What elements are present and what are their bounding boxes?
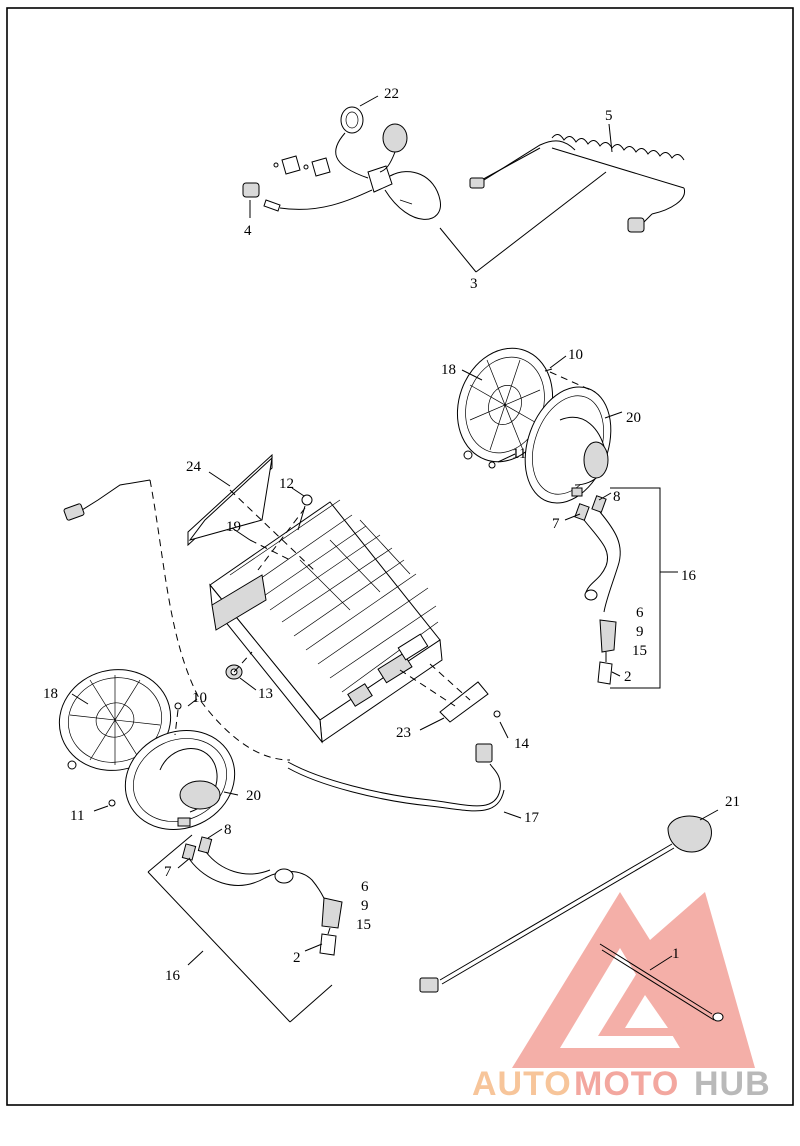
callout-7-right: 7 — [552, 516, 560, 532]
callout-11-right: 11 — [512, 446, 526, 462]
callout-22: 22 — [384, 86, 399, 102]
harness-right — [574, 495, 621, 685]
callout-14: 14 — [514, 736, 530, 752]
callout-5: 5 — [605, 108, 613, 124]
diagram-frame — [6, 7, 794, 1106]
speaker-grille-right — [456, 347, 554, 463]
long-cable-dashed — [149, 479, 291, 761]
callout-8-left: 8 — [224, 822, 232, 838]
amplifier-unit — [209, 499, 443, 744]
callout-21: 21 — [725, 794, 740, 810]
callout-18-left: 18 — [43, 686, 58, 702]
top-leaders — [249, 95, 613, 273]
watermark-logo — [512, 892, 755, 1068]
callout-23: 23 — [396, 725, 411, 741]
callout-2-right: 2 — [624, 669, 632, 685]
callout-19: 19 — [226, 519, 241, 535]
callout-16-right: 16 — [681, 568, 697, 584]
callout-10-left: 10 — [192, 690, 207, 706]
callout-labels: 22 5 4 3 10 18 20 11 8 7 16 6 9 15 2 24 … — [43, 86, 740, 984]
callout-12: 12 — [279, 476, 294, 492]
label-sheet — [187, 453, 273, 547]
callout-3: 3 — [470, 276, 478, 292]
callout-13: 13 — [258, 686, 273, 702]
callout-18-right: 18 — [441, 362, 456, 378]
callout-15-left: 15 — [356, 917, 371, 933]
callout-11-left: 11 — [70, 808, 84, 824]
speaker-right — [524, 386, 612, 504]
antenna-lead-left — [63, 479, 151, 521]
amp-small-parts — [225, 494, 501, 723]
callout-6-right: 6 — [636, 605, 644, 621]
callout-4: 4 — [244, 223, 252, 239]
callout-20-left: 20 — [246, 788, 261, 804]
watermark-text-moto: MOTO — [574, 1065, 679, 1103]
right-leaders — [461, 355, 678, 689]
cable-17 — [287, 743, 522, 819]
harness-left — [181, 836, 343, 956]
callout-17: 17 — [524, 810, 540, 826]
gps-antenna — [419, 809, 719, 993]
speaker-left — [124, 729, 236, 831]
callout-2-left: 2 — [293, 950, 301, 966]
callout-24: 24 — [186, 459, 202, 475]
callout-7-left: 7 — [164, 864, 172, 880]
callout-8-right: 8 — [613, 489, 621, 505]
left-leaders — [71, 693, 333, 1023]
amp-leaders — [208, 471, 509, 739]
callout-20-right: 20 — [626, 410, 641, 426]
callout-16-left: 16 — [165, 968, 181, 984]
callout-15-right: 15 — [632, 643, 647, 659]
headset-assembly — [242, 106, 441, 220]
callout-9-right: 9 — [636, 624, 644, 640]
coiled-cord — [469, 134, 686, 233]
watermark-text-hub: HUB — [694, 1065, 771, 1103]
callout-9-left: 9 — [361, 898, 369, 914]
speaker-grille-left — [58, 669, 172, 771]
watermark-text-auto: AUTO — [472, 1065, 572, 1103]
wire-tie — [599, 943, 724, 1022]
callout-10-right: 10 — [568, 347, 583, 363]
callout-1: 1 — [672, 946, 680, 962]
callout-6-left: 6 — [361, 879, 369, 895]
